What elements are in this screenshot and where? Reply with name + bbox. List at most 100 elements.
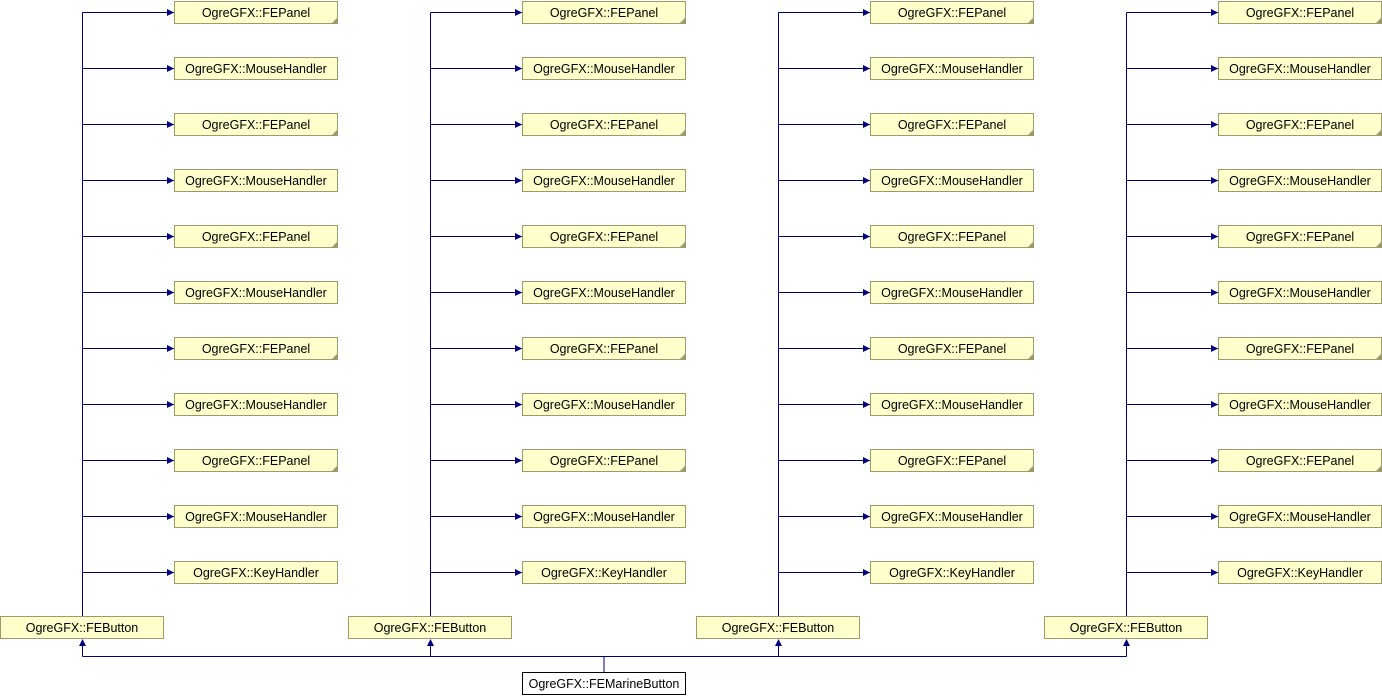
arrowhead [1211,65,1218,72]
fold-marker [679,129,686,136]
class-node-mousehandler[interactable]: OgreGFX::MouseHandler [870,393,1034,416]
class-node-mousehandler[interactable]: OgreGFX::MouseHandler [522,169,686,192]
class-node-mousehandler[interactable]: OgreGFX::MouseHandler [174,505,338,528]
class-node-mousehandler[interactable]: OgreGFX::MouseHandler [522,393,686,416]
fold-marker [1375,17,1382,24]
class-node-fepanel[interactable]: OgreGFX::FEPanel [870,449,1034,472]
fold-marker [331,465,338,472]
class-node-fepanel[interactable]: OgreGFX::FEPanel [174,337,338,360]
class-node-fepanel[interactable]: OgreGFX::FEPanel [870,225,1034,248]
fold-marker [331,129,338,136]
class-node-mousehandler[interactable]: OgreGFX::MouseHandler [174,393,338,416]
class-node-keyhandler[interactable]: OgreGFX::KeyHandler [522,561,686,584]
class-node-keyhandler[interactable]: OgreGFX::KeyHandler [870,561,1034,584]
class-node-keyhandler[interactable]: OgreGFX::KeyHandler [174,561,338,584]
class-node-mousehandler[interactable]: OgreGFX::MouseHandler [522,281,686,304]
arrowhead [515,9,522,16]
class-label: OgreGFX::FEPanel [898,454,1006,468]
class-node-mousehandler[interactable]: OgreGFX::MouseHandler [1218,169,1382,192]
arrowhead [863,121,870,128]
class-node-mousehandler[interactable]: OgreGFX::MouseHandler [174,57,338,80]
arrowhead [515,65,522,72]
class-node-fepanel[interactable]: OgreGFX::FEPanel [174,1,338,24]
class-node-fepanel[interactable]: OgreGFX::FEPanel [1218,449,1382,472]
class-node-febutton[interactable]: OgreGFX::FEButton [348,616,512,639]
arrowhead [515,177,522,184]
arrowhead [1211,177,1218,184]
class-node-mousehandler[interactable]: OgreGFX::MouseHandler [870,57,1034,80]
arrowhead [167,177,174,184]
class-node-mousehandler[interactable]: OgreGFX::MouseHandler [870,281,1034,304]
arrowhead [167,121,174,128]
class-node-fepanel[interactable]: OgreGFX::FEPanel [1218,113,1382,136]
class-node-fepanel[interactable]: OgreGFX::FEPanel [174,113,338,136]
arrowhead [1211,289,1218,296]
arrowhead [515,289,522,296]
class-label: OgreGFX::FEPanel [202,118,310,132]
class-node-fepanel[interactable]: OgreGFX::FEPanel [174,225,338,248]
class-label: OgreGFX::FEPanel [202,6,310,20]
fold-marker [1375,129,1382,136]
class-node-fepanel[interactable]: OgreGFX::FEPanel [870,113,1034,136]
arrowhead [427,639,434,646]
class-node-fepanel[interactable]: OgreGFX::FEPanel [522,225,686,248]
class-node-mousehandler[interactable]: OgreGFX::MouseHandler [1218,281,1382,304]
class-node-fepanel[interactable]: OgreGFX::FEPanel [522,113,686,136]
class-node-fepanel[interactable]: OgreGFX::FEPanel [870,1,1034,24]
class-node-mousehandler[interactable]: OgreGFX::MouseHandler [522,57,686,80]
class-label: OgreGFX::FEPanel [550,454,658,468]
class-node-febutton[interactable]: OgreGFX::FEButton [696,616,860,639]
class-node-mousehandler[interactable]: OgreGFX::MouseHandler [1218,393,1382,416]
class-node-mousehandler[interactable]: OgreGFX::MouseHandler [870,505,1034,528]
class-node-fepanel[interactable]: OgreGFX::FEPanel [174,449,338,472]
class-label: OgreGFX::FEPanel [1246,454,1354,468]
arrowhead [1211,513,1218,520]
class-label: OgreGFX::MouseHandler [185,286,327,300]
class-node-mousehandler[interactable]: OgreGFX::MouseHandler [870,169,1034,192]
arrowhead [863,345,870,352]
arrowhead [1123,639,1130,646]
class-label: OgreGFX::KeyHandler [1237,566,1363,580]
class-node-fepanel[interactable]: OgreGFX::FEPanel [1218,225,1382,248]
class-label: OgreGFX::FEButton [374,621,487,635]
class-node-fepanel[interactable]: OgreGFX::FEPanel [870,337,1034,360]
class-node-fepanel[interactable]: OgreGFX::FEPanel [1218,1,1382,24]
class-label: OgreGFX::FEPanel [1246,230,1354,244]
class-node-mousehandler[interactable]: OgreGFX::MouseHandler [522,505,686,528]
arrowhead [515,569,522,576]
class-node-fepanel[interactable]: OgreGFX::FEPanel [1218,337,1382,360]
arrowhead [863,457,870,464]
class-node-mousehandler[interactable]: OgreGFX::MouseHandler [1218,505,1382,528]
class-label: OgreGFX::FEPanel [898,6,1006,20]
class-node-keyhandler[interactable]: OgreGFX::KeyHandler [1218,561,1382,584]
arrowhead [79,639,86,646]
class-node-mousehandler[interactable]: OgreGFX::MouseHandler [174,169,338,192]
class-label: OgreGFX::KeyHandler [193,566,319,580]
class-node-fepanel[interactable]: OgreGFX::FEPanel [522,337,686,360]
arrowhead [515,457,522,464]
class-label: OgreGFX::FEButton [26,621,139,635]
class-node-fepanel[interactable]: OgreGFX::FEPanel [522,1,686,24]
fold-marker [679,353,686,360]
fold-marker [1375,353,1382,360]
arrowhead [515,233,522,240]
arrowhead [863,401,870,408]
class-label: OgreGFX::MouseHandler [1229,510,1371,524]
arrowhead [1211,401,1218,408]
arrowhead [515,345,522,352]
arrowhead [167,345,174,352]
class-node-febutton[interactable]: OgreGFX::FEButton [0,616,164,639]
arrowhead [167,289,174,296]
class-node-fepanel[interactable]: OgreGFX::FEPanel [522,449,686,472]
arrowhead [1211,9,1218,16]
arrowhead [515,401,522,408]
class-node-mousehandler[interactable]: OgreGFX::MouseHandler [1218,57,1382,80]
class-node-febutton[interactable]: OgreGFX::FEButton [1044,616,1208,639]
class-label: OgreGFX::FEPanel [898,230,1006,244]
class-node-mousehandler[interactable]: OgreGFX::MouseHandler [174,281,338,304]
class-label: OgreGFX::FEPanel [550,342,658,356]
arrowhead [863,9,870,16]
fold-marker [679,17,686,24]
arrowhead [515,121,522,128]
class-label: OgreGFX::MouseHandler [881,398,1023,412]
